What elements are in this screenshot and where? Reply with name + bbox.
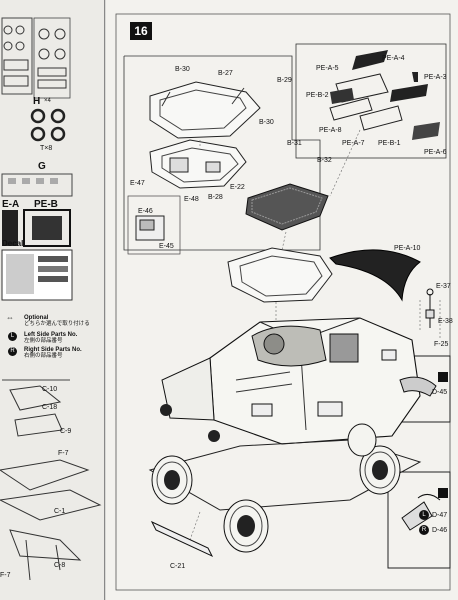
callout-pe-a8: PE-A-8 — [319, 127, 342, 134]
tx8-label: T×8 — [40, 145, 53, 152]
runner-h-count: ×4 — [44, 98, 51, 104]
callout-b32: B-32 — [317, 157, 332, 164]
left-page-strip: H ×4 T×8 G E-A PE-B Decal ⇔ Optional どちら… — [0, 0, 105, 600]
step-number-badge: 16 — [130, 22, 152, 40]
right-side-badge: R — [419, 525, 429, 535]
legend-optional-sub: どちらか選んで取り付ける — [24, 321, 90, 327]
legend-left-badge: L — [8, 332, 17, 341]
callout-pe-a7: PE-A-7 — [342, 140, 365, 147]
callout-b30-top: B-30 — [175, 66, 190, 73]
part-label: F-7 — [0, 572, 11, 579]
callout-b28: B-28 — [208, 194, 223, 201]
callout-d46: D-46 — [432, 527, 448, 534]
callout-pe-a4: PE-A-4 — [382, 55, 405, 62]
legend-left-title: Left Side Parts No. — [24, 332, 78, 338]
part-label: C-10 — [42, 386, 58, 393]
part-label: C-8 — [54, 562, 66, 569]
callout-e38: E-38 — [438, 318, 453, 325]
decal-label: Decal — [2, 239, 24, 248]
callout-d45: D-45 — [432, 389, 448, 396]
callout-e37: E-37 — [436, 283, 451, 290]
pe-a-label: E-A — [2, 199, 20, 210]
legend-optional-title: Optional — [24, 315, 49, 321]
callout-b30-mid: B-30 — [259, 119, 274, 126]
part-label: C-1 — [54, 508, 66, 515]
callout-pe-a10: PE-A-10 — [394, 245, 421, 252]
callout-e45: E-45 — [159, 243, 174, 250]
part-label: C-18 — [42, 404, 58, 411]
legend-right-badge: R — [8, 347, 17, 356]
legend-left-sub: 左側の部品番号 — [24, 338, 63, 344]
runner-h-label: H — [33, 96, 41, 107]
callout-e22: E-22 — [230, 184, 245, 191]
optional-icon: ⇔ — [6, 313, 14, 322]
callout-c21: C-21 — [170, 563, 186, 570]
callout-pe-b2: PE-B-2 — [306, 92, 329, 99]
pe-b-label: PE-B — [34, 199, 58, 210]
left-side-badge: L — [419, 510, 429, 520]
callout-e46: E-46 — [138, 208, 153, 215]
left-page-illustration — [0, 17, 102, 581]
callout-e47: E-47 — [130, 180, 145, 187]
callout-pe-a5: PE-A-5 — [316, 65, 339, 72]
part-label: C-9 — [60, 428, 72, 435]
callout-b29: B-29 — [277, 77, 292, 84]
legend-right-title: Right Side Parts No. — [24, 347, 82, 353]
legend-right-sub: 右側の部品番号 — [24, 353, 63, 359]
callout-pe-b1: PE-B-1 — [378, 140, 401, 147]
callout-e48: E-48 — [184, 196, 199, 203]
callout-pe-a6: PE-A-6 — [424, 149, 447, 156]
callout-pe-a3: PE-A-3 — [424, 74, 447, 81]
callout-f25: F-25 — [434, 341, 449, 348]
part-label: F-7 — [58, 450, 69, 457]
callout-b31: B-31 — [287, 140, 302, 147]
runner-g-label: G — [38, 161, 46, 172]
callout-b27: B-27 — [218, 70, 233, 77]
callout-d47: D-47 — [432, 512, 448, 519]
